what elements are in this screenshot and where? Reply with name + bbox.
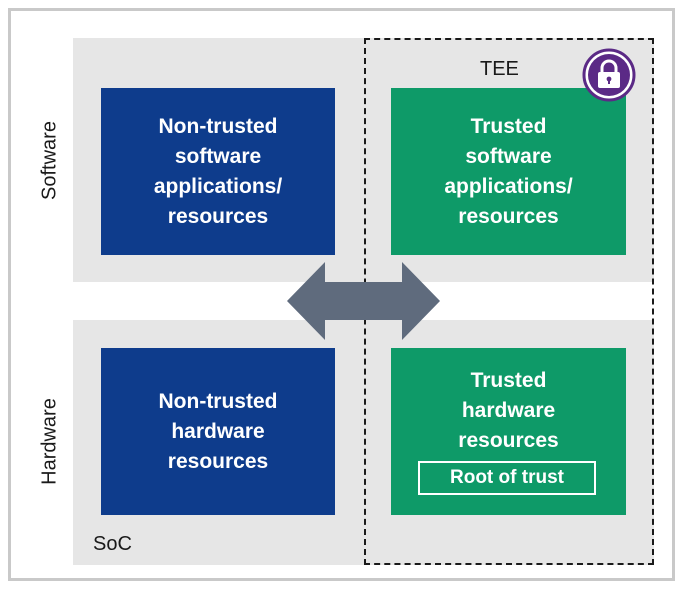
trusted-hardware-box: Trusted hardware resources — [391, 348, 626, 515]
software-row-label: Software — [38, 121, 61, 200]
tee-label: TEE — [480, 58, 519, 80]
nontrusted-hardware-box: Non-trusted hardware resources — [101, 348, 335, 515]
box-line: resources — [167, 204, 269, 228]
lock-icon — [582, 48, 636, 102]
box-line: resources — [458, 204, 559, 228]
trusted-software-box: Trusted software applications/ resources — [391, 88, 626, 255]
box-line: applications/ — [444, 174, 573, 198]
hardware-row-label: Hardware — [38, 398, 61, 485]
box-line: software — [465, 144, 552, 168]
box-line: resources — [167, 449, 269, 473]
root-of-trust-box: Root of trust — [418, 461, 596, 495]
nontrusted-software-box: Non-trusted software applications/ resou… — [101, 88, 335, 255]
box-line: Non-trusted — [158, 114, 278, 138]
double-headed-arrow-icon — [287, 262, 440, 340]
soc-label: SoC — [93, 533, 132, 555]
box-line: Trusted — [470, 114, 547, 138]
box-line: applications/ — [153, 174, 283, 198]
box-line: hardware — [461, 399, 556, 422]
box-line: software — [174, 144, 262, 168]
box-line: resources — [458, 429, 559, 452]
box-line: Trusted — [470, 369, 547, 392]
box-line: hardware — [171, 419, 265, 443]
box-line: Non-trusted — [158, 389, 278, 413]
